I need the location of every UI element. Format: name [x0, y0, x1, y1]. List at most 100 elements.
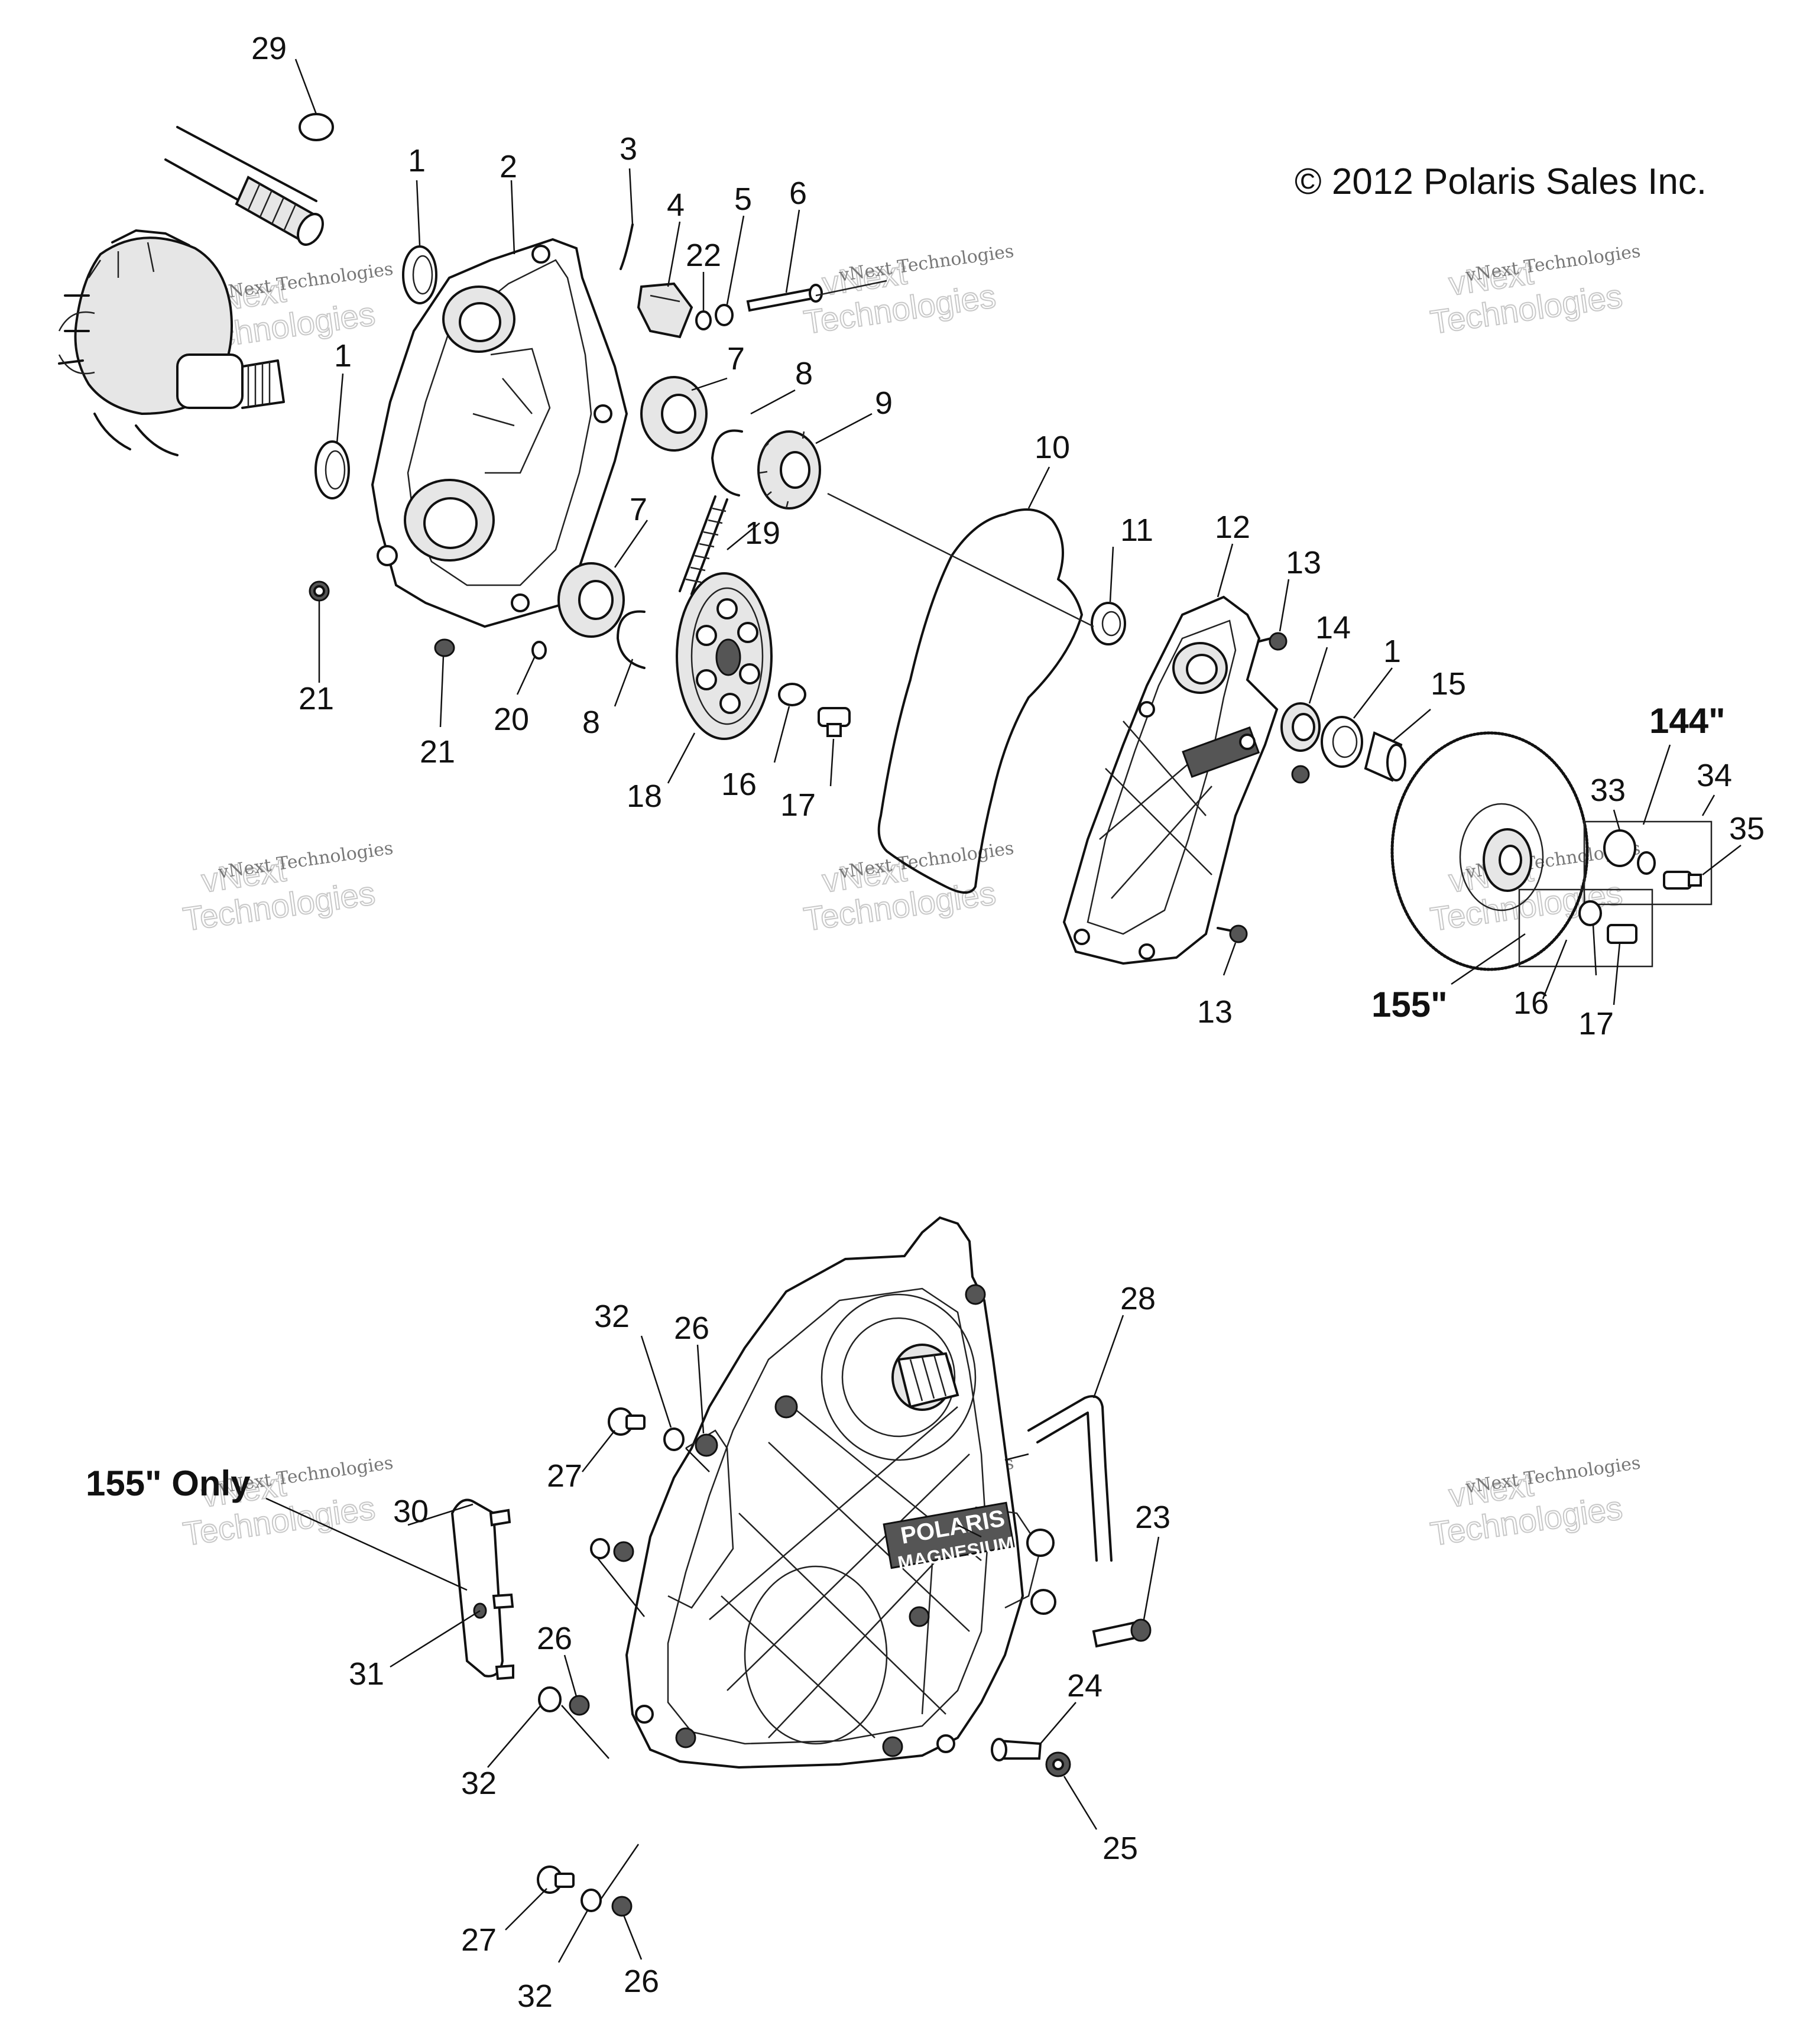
- bolt-13-mid: [1291, 765, 1310, 784]
- washer-33: [1603, 829, 1636, 867]
- drain-plug: [309, 580, 330, 602]
- drain-plug-lower: [434, 638, 455, 657]
- box-144: [1583, 820, 1713, 906]
- seal-upper: [402, 245, 437, 304]
- bolt-27-lower: [537, 1865, 575, 1894]
- callout: 1: [1383, 634, 1401, 669]
- callout: 35: [1729, 811, 1765, 846]
- callout: 34: [1697, 758, 1732, 793]
- spacer-15: [1364, 731, 1406, 782]
- callout: 3: [620, 131, 637, 167]
- callout: 26: [537, 1621, 572, 1656]
- leader-lines-top: [294, 59, 1742, 1005]
- callout: 15: [1431, 666, 1466, 702]
- nut-26-upper: [695, 1433, 718, 1457]
- bolt-23: [1092, 1618, 1152, 1648]
- callout: 32: [461, 1766, 497, 1801]
- bolt-17: [818, 707, 851, 737]
- callout: 26: [674, 1310, 709, 1346]
- sprocket-large: [676, 572, 773, 740]
- callout: 21: [299, 681, 334, 716]
- outer-chaincase-cover: [1062, 595, 1279, 965]
- callout: 20: [494, 702, 529, 737]
- callout: 10: [1035, 430, 1070, 465]
- callout: 14: [1315, 610, 1351, 645]
- washer-16b: [1578, 900, 1602, 926]
- washer: [695, 310, 712, 330]
- seal-lower: [314, 440, 350, 499]
- bearing-upper: [640, 376, 708, 452]
- watermark: vNext vNext Technologies Technologies: [180, 838, 395, 939]
- bearing-lower: [557, 562, 625, 638]
- stud-24: [991, 1738, 1042, 1761]
- callout: 7: [727, 341, 745, 377]
- callout: 33: [1590, 773, 1626, 808]
- callout: 32: [517, 1978, 553, 2014]
- driveshaft: [164, 126, 324, 246]
- bolt-27-upper: [608, 1407, 646, 1436]
- callout: 7: [630, 492, 647, 527]
- washer-32-mid: [538, 1686, 562, 1712]
- callout: 6: [789, 176, 807, 211]
- nut-26-lower: [611, 1896, 633, 1917]
- washer-34: [1637, 851, 1656, 875]
- callout: 32: [594, 1299, 630, 1334]
- callout: 4: [667, 187, 685, 223]
- o-ring: [299, 113, 334, 141]
- callout: 2: [500, 149, 517, 184]
- callouts-bottom: 32 26 28 27 30 31 26 23 32 24 25 27 32 2…: [86, 1281, 1170, 2014]
- sprocket-small: [757, 430, 821, 510]
- callout: 8: [582, 705, 600, 740]
- assembled-chaincase: POLARIS MAGNESIUM: [625, 1216, 1056, 1769]
- callout: 1: [408, 143, 426, 179]
- bolt-13-lower: [1217, 924, 1248, 943]
- callout: 25: [1102, 1831, 1138, 1866]
- bolt: [746, 284, 823, 312]
- washer: [715, 304, 734, 326]
- box-155: [1518, 888, 1653, 968]
- callout: 12: [1215, 510, 1250, 545]
- callout: 17: [1578, 1006, 1614, 1042]
- bolt-13-upper: [1258, 632, 1288, 651]
- callout: 23: [1135, 1500, 1170, 1535]
- tensioner-spring-pin: [620, 223, 634, 270]
- washer-32-lower: [581, 1889, 602, 1912]
- gasket: [877, 508, 1083, 894]
- label-155: 155": [1371, 985, 1448, 1024]
- vent-tube: [1027, 1395, 1113, 1562]
- callout: 22: [686, 238, 721, 273]
- bolt-35: [1663, 871, 1702, 890]
- assembly-axis: [815, 280, 1094, 628]
- seal-right: [1321, 716, 1363, 768]
- dowel-pin: [531, 641, 547, 660]
- callout: 27: [461, 1922, 497, 1958]
- callout: 27: [547, 1458, 582, 1494]
- washer-left-mid: [590, 1538, 610, 1559]
- washer-16: [778, 683, 806, 706]
- snap-ring-upper: [711, 429, 743, 497]
- callout: 1: [334, 338, 352, 374]
- callout: 24: [1067, 1668, 1102, 1704]
- callout: 31: [349, 1656, 384, 1692]
- callout: 18: [627, 778, 662, 814]
- copyright-text: © 2012 Polaris Sales Inc.: [1295, 161, 1707, 202]
- leader-lines-bottom: [265, 1315, 1160, 1963]
- watermark: vNext vNext Technologies Technologies: [1428, 241, 1642, 342]
- tensioner-block: [637, 282, 693, 339]
- callout: 16: [721, 767, 757, 802]
- callout: 29: [251, 31, 287, 66]
- snap-ring-lower: [617, 610, 646, 669]
- callout: 13: [1286, 545, 1321, 580]
- watermark: vNext vNext Technologies Technologies: [1428, 1453, 1642, 1553]
- driven-clutch-assembly: [58, 229, 285, 456]
- nut-left-mid: [613, 1541, 634, 1562]
- seal-11: [1091, 602, 1126, 645]
- bearing-14: [1280, 702, 1321, 752]
- callout: 5: [734, 181, 752, 217]
- callout: 8: [795, 356, 813, 391]
- callout: 11: [1120, 512, 1153, 548]
- callout: 21: [420, 734, 455, 770]
- nut-26-mid: [569, 1695, 590, 1716]
- brake-disc: [1390, 731, 1589, 971]
